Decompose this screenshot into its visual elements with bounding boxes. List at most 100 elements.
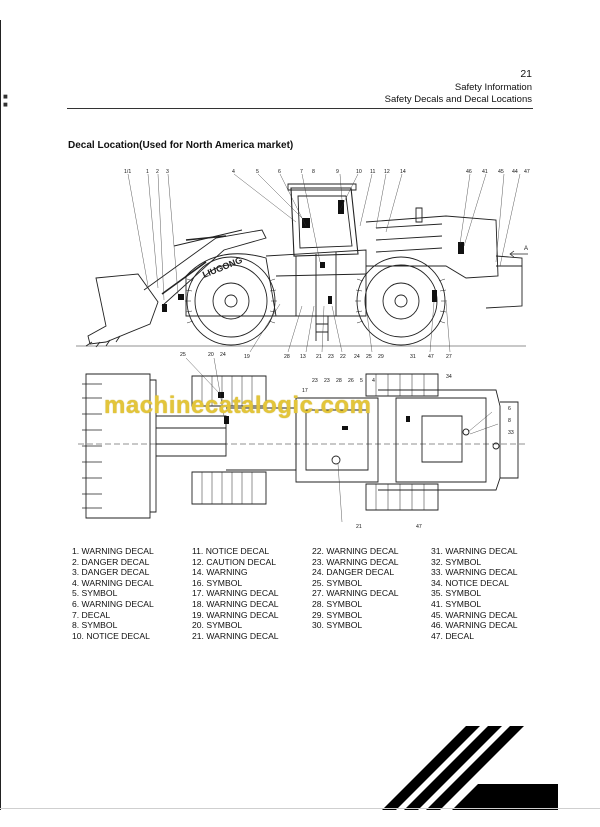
legend-item: 21. WARNING DECAL bbox=[192, 630, 279, 641]
svg-text:27: 27 bbox=[446, 354, 452, 360]
legend-item: 34. NOTICE DECAL bbox=[431, 577, 509, 588]
svg-text:17: 17 bbox=[302, 388, 308, 394]
legend-item: 35. SYMBOL bbox=[431, 588, 482, 599]
svg-text:11: 11 bbox=[370, 169, 375, 175]
legend-item: 2. DANGER DECAL bbox=[72, 556, 150, 567]
svg-text:25: 25 bbox=[180, 352, 186, 358]
edge-mark: ■ bbox=[3, 100, 8, 109]
chapter-title: Safety Information bbox=[454, 82, 532, 93]
svg-text:19: 19 bbox=[244, 354, 250, 360]
wheel-loader-drawing: LIUGONG bbox=[76, 169, 530, 530]
legend-item: 47. DECAL bbox=[431, 630, 474, 641]
legend-item: 23. WARNING DECAL bbox=[312, 556, 399, 567]
legend-item: 10. NOTICE DECAL bbox=[72, 630, 150, 641]
corner-stripes-graphic bbox=[382, 726, 558, 810]
svg-text:13: 13 bbox=[300, 354, 306, 360]
svg-text:8: 8 bbox=[312, 169, 315, 175]
svg-text:2: 2 bbox=[156, 169, 159, 175]
svg-text:47: 47 bbox=[416, 524, 422, 530]
legend-item: 5. SYMBOL bbox=[72, 588, 118, 599]
legend-item: 31. WARNING DECAL bbox=[431, 546, 518, 556]
legend-item: 1. WARNING DECAL bbox=[72, 546, 154, 556]
svg-text:6: 6 bbox=[508, 406, 511, 412]
svg-text:31: 31 bbox=[410, 354, 416, 360]
legend-item: 4. WARNING DECAL bbox=[72, 577, 154, 588]
svg-text:21: 21 bbox=[356, 524, 362, 530]
legend-item: 12. CAUTION DECAL bbox=[192, 556, 277, 567]
svg-text:20: 20 bbox=[208, 352, 214, 358]
svg-text:4: 4 bbox=[372, 378, 375, 384]
page-edge-line bbox=[0, 20, 1, 810]
legend-item: 45. WARNING DECAL bbox=[431, 609, 518, 620]
legend-item: 32. SYMBOL bbox=[431, 556, 482, 567]
svg-text:10: 10 bbox=[356, 169, 362, 175]
svg-text:24: 24 bbox=[220, 352, 226, 358]
legend-item: 8. SYMBOL bbox=[72, 620, 118, 631]
legend-item: 28. SYMBOL bbox=[312, 598, 363, 609]
legend-item: 24. DANGER DECAL bbox=[312, 567, 395, 578]
svg-text:7: 7 bbox=[300, 169, 303, 175]
legend-item: 7. DECAL bbox=[72, 609, 111, 620]
svg-text:24: 24 bbox=[354, 354, 360, 360]
legend-item: 16. SYMBOL bbox=[192, 577, 243, 588]
svg-text:29: 29 bbox=[378, 354, 384, 360]
legend-item: 14. WARNING bbox=[192, 567, 248, 578]
svg-text:A: A bbox=[524, 246, 528, 252]
svg-text:1: 1 bbox=[146, 169, 149, 175]
svg-text:47: 47 bbox=[428, 354, 434, 360]
svg-text:22: 22 bbox=[340, 354, 346, 360]
section-heading: Safety Decals and Decal Locations bbox=[384, 94, 532, 105]
legend-item: 18. WARNING DECAL bbox=[192, 598, 279, 609]
legend-column-4: 31. WARNING DECAL 32. SYMBOL 33. WARNING… bbox=[431, 546, 551, 641]
svg-text:12: 12 bbox=[384, 169, 390, 175]
legend-item: 33. WARNING DECAL bbox=[431, 567, 518, 578]
svg-text:4: 4 bbox=[232, 169, 235, 175]
svg-text:23: 23 bbox=[312, 378, 318, 384]
brand-logo-text: LIUGONG bbox=[201, 255, 244, 280]
svg-text:3: 3 bbox=[166, 169, 169, 175]
bottom-edge-line bbox=[0, 808, 600, 809]
svg-text:14: 14 bbox=[400, 169, 406, 175]
legend-item: 6. WARNING DECAL bbox=[72, 598, 154, 609]
svg-text:28: 28 bbox=[284, 354, 290, 360]
svg-text:41: 41 bbox=[482, 169, 488, 175]
legend-item: 3. DANGER DECAL bbox=[72, 567, 150, 578]
svg-text:33: 33 bbox=[508, 430, 514, 436]
svg-text:25: 25 bbox=[366, 354, 372, 360]
legend-item: 25. SYMBOL bbox=[312, 577, 363, 588]
legend-column-1: 1. WARNING DECAL 2. DANGER DECAL 3. DANG… bbox=[72, 546, 192, 641]
svg-text:6: 6 bbox=[278, 169, 281, 175]
svg-text:28: 28 bbox=[336, 378, 342, 384]
svg-text:8: 8 bbox=[508, 418, 511, 424]
legend-item: 30. SYMBOL bbox=[312, 620, 363, 631]
svg-text:21: 21 bbox=[316, 354, 322, 360]
svg-text:46: 46 bbox=[466, 169, 472, 175]
legend-item: 20. SYMBOL bbox=[192, 620, 243, 631]
legend-item: 17. WARNING DECAL bbox=[192, 588, 279, 599]
legend-column-3: 22. WARNING DECAL 23. WARNING DECAL 24. … bbox=[312, 546, 432, 631]
legend-item: 11. NOTICE DECAL bbox=[192, 546, 270, 556]
legend-column-2: 11. NOTICE DECAL 12. CAUTION DECAL 14. W… bbox=[192, 546, 312, 641]
svg-text:5: 5 bbox=[256, 169, 259, 175]
svg-text:47: 47 bbox=[524, 169, 530, 175]
page-number: 21 bbox=[520, 68, 532, 80]
svg-text:1/1: 1/1 bbox=[124, 169, 131, 175]
decal-location-title: Decal Location(Used for North America ma… bbox=[68, 140, 294, 151]
svg-text:44: 44 bbox=[512, 169, 518, 175]
edge-mark: ■ bbox=[3, 92, 8, 101]
svg-text:23: 23 bbox=[324, 378, 330, 384]
watermark-text: machinecatalogic.com bbox=[104, 392, 372, 419]
legend-item: 41. SYMBOL bbox=[431, 598, 482, 609]
legend-item: 19. WARNING DECAL bbox=[192, 609, 279, 620]
decal-legend: 1. WARNING DECAL 2. DANGER DECAL 3. DANG… bbox=[72, 546, 532, 646]
svg-text:5: 5 bbox=[360, 378, 363, 384]
svg-text:23: 23 bbox=[328, 354, 334, 360]
legend-item: 27. WARNING DECAL bbox=[312, 588, 399, 599]
legend-item: 46. WARNING DECAL bbox=[431, 620, 518, 631]
header-rule bbox=[67, 108, 533, 109]
svg-text:9: 9 bbox=[336, 169, 339, 175]
svg-text:45: 45 bbox=[498, 169, 504, 175]
svg-text:34: 34 bbox=[446, 374, 452, 380]
svg-text:26: 26 bbox=[348, 378, 354, 384]
